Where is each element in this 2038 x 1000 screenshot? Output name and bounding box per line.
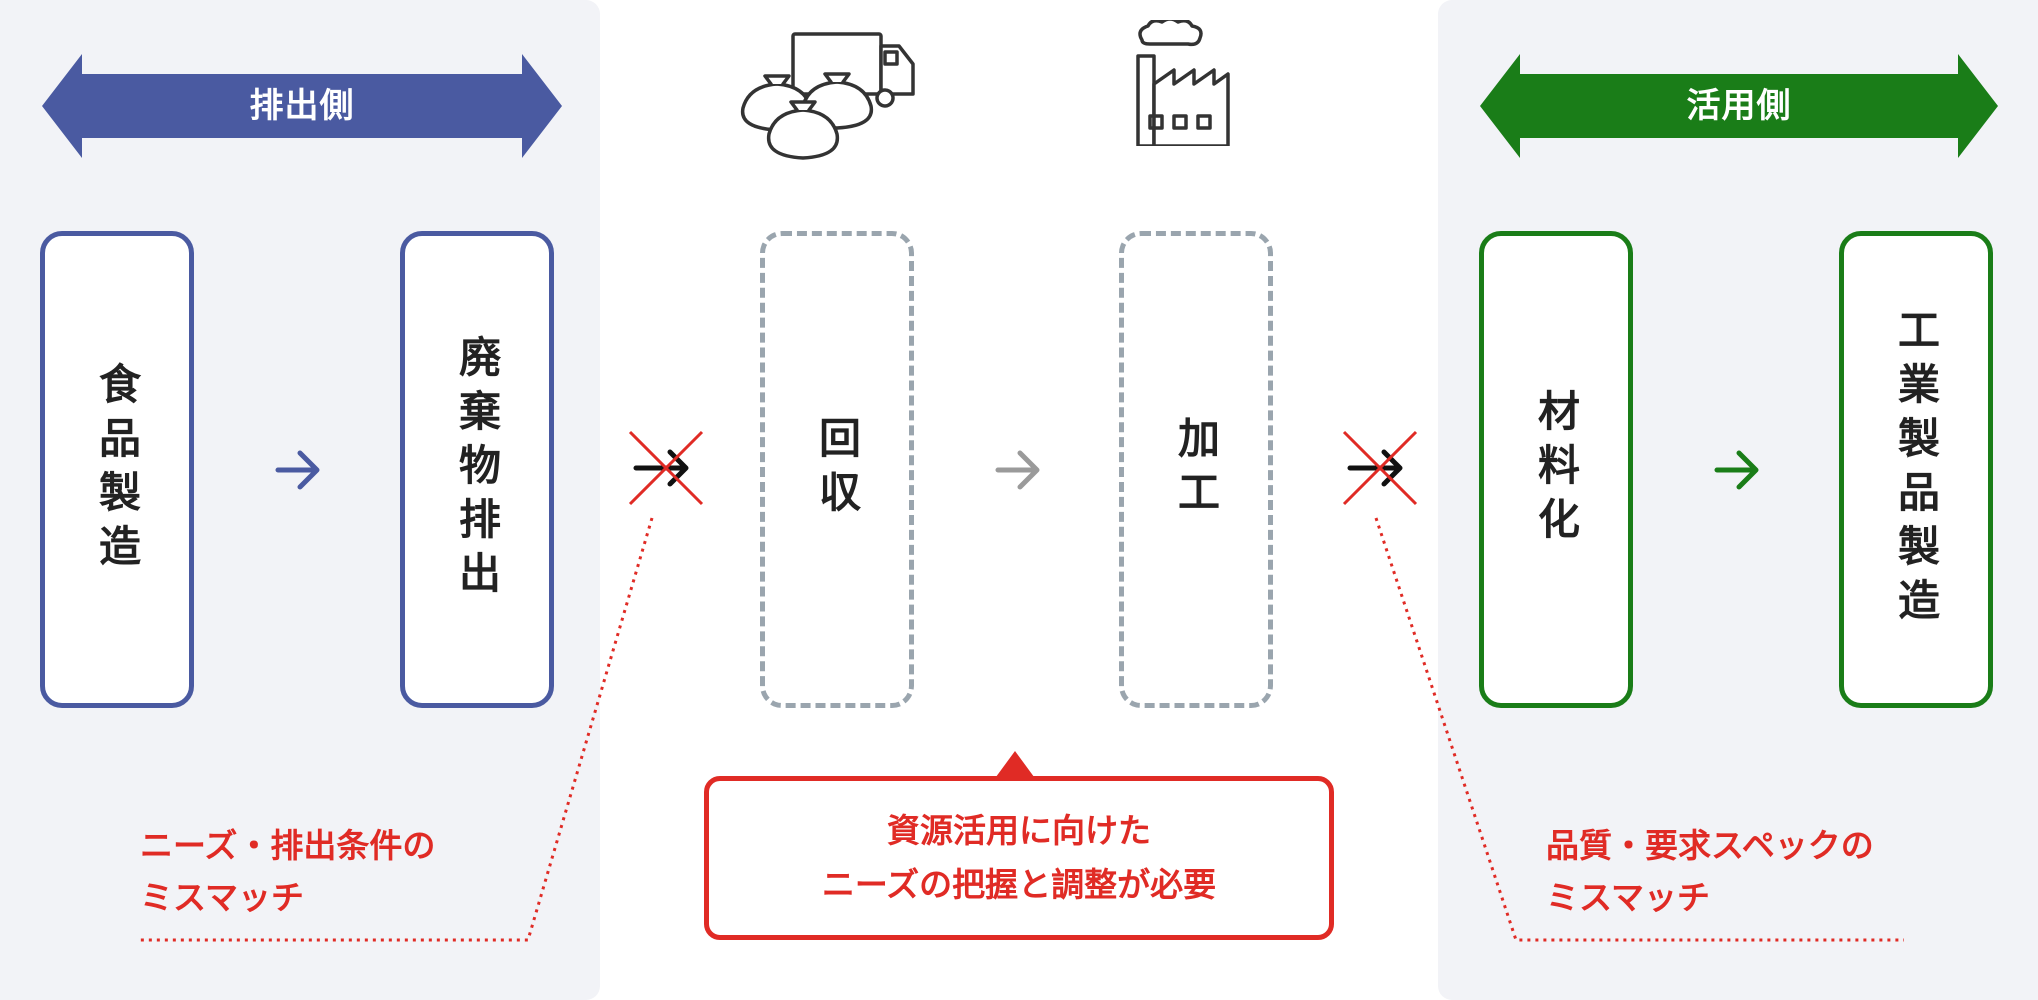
emission-mismatch-note: ニーズ・排出条件の ミスマッチ xyxy=(140,826,436,917)
truck-with-garbage-bags-icon xyxy=(740,32,915,160)
arrow-right-icon xyxy=(995,450,1040,490)
step-label: 材料化 xyxy=(1531,388,1581,551)
step-materialization: 材料化 xyxy=(1479,231,1633,708)
crossed-arrow-icon xyxy=(1342,430,1418,506)
emission-side-band: 排出側 xyxy=(42,54,562,158)
step-collection: 回収 xyxy=(760,231,914,708)
factory-icon xyxy=(1136,20,1230,146)
emission-side-label: 排出側 xyxy=(249,86,355,126)
callout-line-1: 資源活用に向けた xyxy=(887,811,1151,850)
step-label: 回収 xyxy=(812,415,862,524)
double-arrow-icon xyxy=(1480,54,1998,158)
arrow-right-icon xyxy=(275,450,320,490)
step-label: 食品製造 xyxy=(92,361,142,578)
utilization-side-band: 活用側 xyxy=(1480,54,1998,158)
utilization-mismatch-note: 品質・要求スペックの ミスマッチ xyxy=(1546,826,1874,917)
needs-adjustment-callout: 資源活用に向けた ニーズの把握と調整が必要 xyxy=(704,776,1334,940)
step-processing: 加工 xyxy=(1119,231,1273,708)
step-industrial-manufacturing: 工業製品製造 xyxy=(1839,231,1993,708)
step-waste-emission: 廃棄物排出 xyxy=(400,231,554,708)
step-label: 工業製品製造 xyxy=(1891,307,1941,632)
callout-pointer xyxy=(993,751,1037,781)
arrow-right-icon xyxy=(1714,450,1759,490)
step-label: 廃棄物排出 xyxy=(452,334,502,605)
callout-line-2: ニーズの把握と調整が必要 xyxy=(821,865,1217,904)
step-label: 加工 xyxy=(1171,415,1221,524)
step-food-manufacturing: 食品製造 xyxy=(40,231,194,708)
crossed-arrow-icon xyxy=(628,430,704,506)
double-arrow-icon xyxy=(42,54,562,158)
utilization-side-label: 活用側 xyxy=(1686,86,1792,126)
